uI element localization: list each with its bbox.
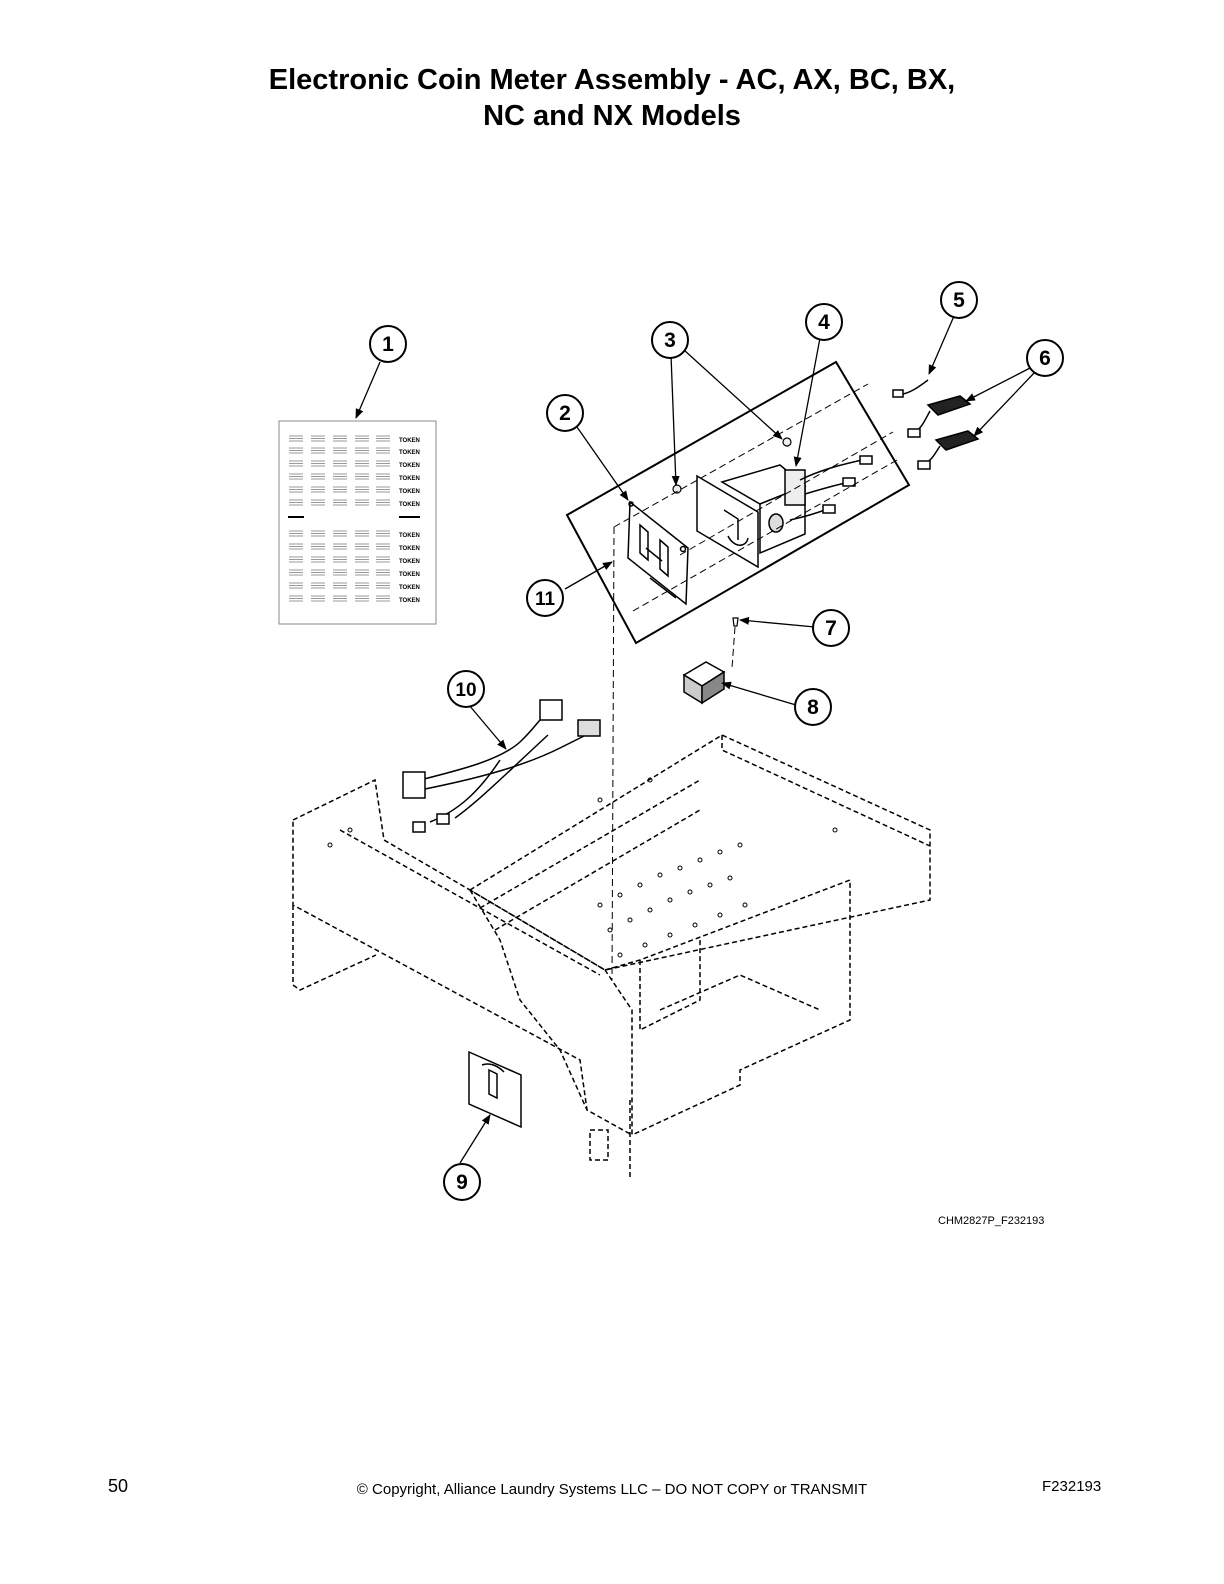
coin-chute-plate — [468, 1050, 522, 1129]
callout-8-label: 8 — [807, 696, 819, 719]
document-code: F232193 — [1042, 1478, 1102, 1495]
decal-token-label: TOKEN — [399, 598, 420, 604]
decal-token-label: TOKEN — [399, 546, 420, 552]
figure-code: CHM2827P_F232193 — [938, 1215, 1045, 1227]
callout-4-label: 4 — [818, 311, 830, 334]
decal-token-label: TOKEN — [399, 438, 420, 444]
callout-1: 1 — [369, 325, 407, 363]
title-line-2: NC and NX Models — [483, 100, 741, 132]
relay-heatsink — [682, 661, 726, 705]
callout-10: 10 — [447, 670, 485, 708]
machine-base-frame — [292, 734, 931, 1180]
callout-11: 11 — [526, 579, 564, 617]
decal-token-label: TOKEN — [399, 450, 420, 456]
wire-harness-pair — [907, 395, 980, 470]
callout-9: 9 — [443, 1163, 481, 1201]
page-title: Electronic Coin Meter Assembly - AC, AX,… — [0, 62, 1224, 134]
callout-1-label: 1 — [382, 333, 394, 356]
callout-4: 4 — [805, 303, 843, 341]
decal-sheet: TOKEN TOKEN TOKEN TOKEN TOKEN TOKEN TOKEN TOKEN… — [278, 420, 437, 625]
callout-7: 7 — [812, 609, 850, 647]
callout-6-label: 6 — [1039, 347, 1051, 370]
callout-5-label: 5 — [953, 289, 965, 312]
callout-11-label: 11 — [535, 589, 556, 610]
callout-5: 5 — [940, 281, 978, 319]
copyright-notice: © Copyright, Alliance Laundry Systems LL… — [356, 1481, 868, 1498]
callout-3-label: 3 — [664, 329, 676, 352]
callout-9-label: 9 — [456, 1171, 468, 1194]
decal-token-label: TOKEN — [399, 559, 420, 565]
page-number: 50 — [108, 1476, 129, 1496]
callout-2: 2 — [546, 394, 584, 432]
decal-token-label: TOKEN — [399, 489, 420, 495]
decal-token-label: TOKEN — [399, 476, 420, 482]
mounting-plate — [627, 500, 689, 606]
callout-6: 6 — [1026, 339, 1064, 377]
callout-2-label: 2 — [559, 402, 571, 425]
frame-holes — [327, 777, 838, 958]
title-line-1: Electronic Coin Meter Assembly - AC, AX,… — [268, 64, 956, 96]
decal-token-label: TOKEN — [399, 502, 420, 508]
callout-7-label: 7 — [825, 617, 837, 640]
decal-token-label: TOKEN — [399, 585, 420, 591]
coin-meter-exploded-view — [565, 360, 980, 981]
decal-token-label: TOKEN — [399, 533, 420, 539]
wiring-harness — [402, 699, 601, 833]
callout-10-label: 10 — [455, 680, 476, 701]
callout-8: 8 — [794, 688, 832, 726]
decal-token-label: TOKEN — [399, 572, 420, 578]
callout-3: 3 — [651, 321, 689, 359]
coin-meter — [696, 455, 873, 569]
decal-token-label: TOKEN — [399, 463, 420, 469]
